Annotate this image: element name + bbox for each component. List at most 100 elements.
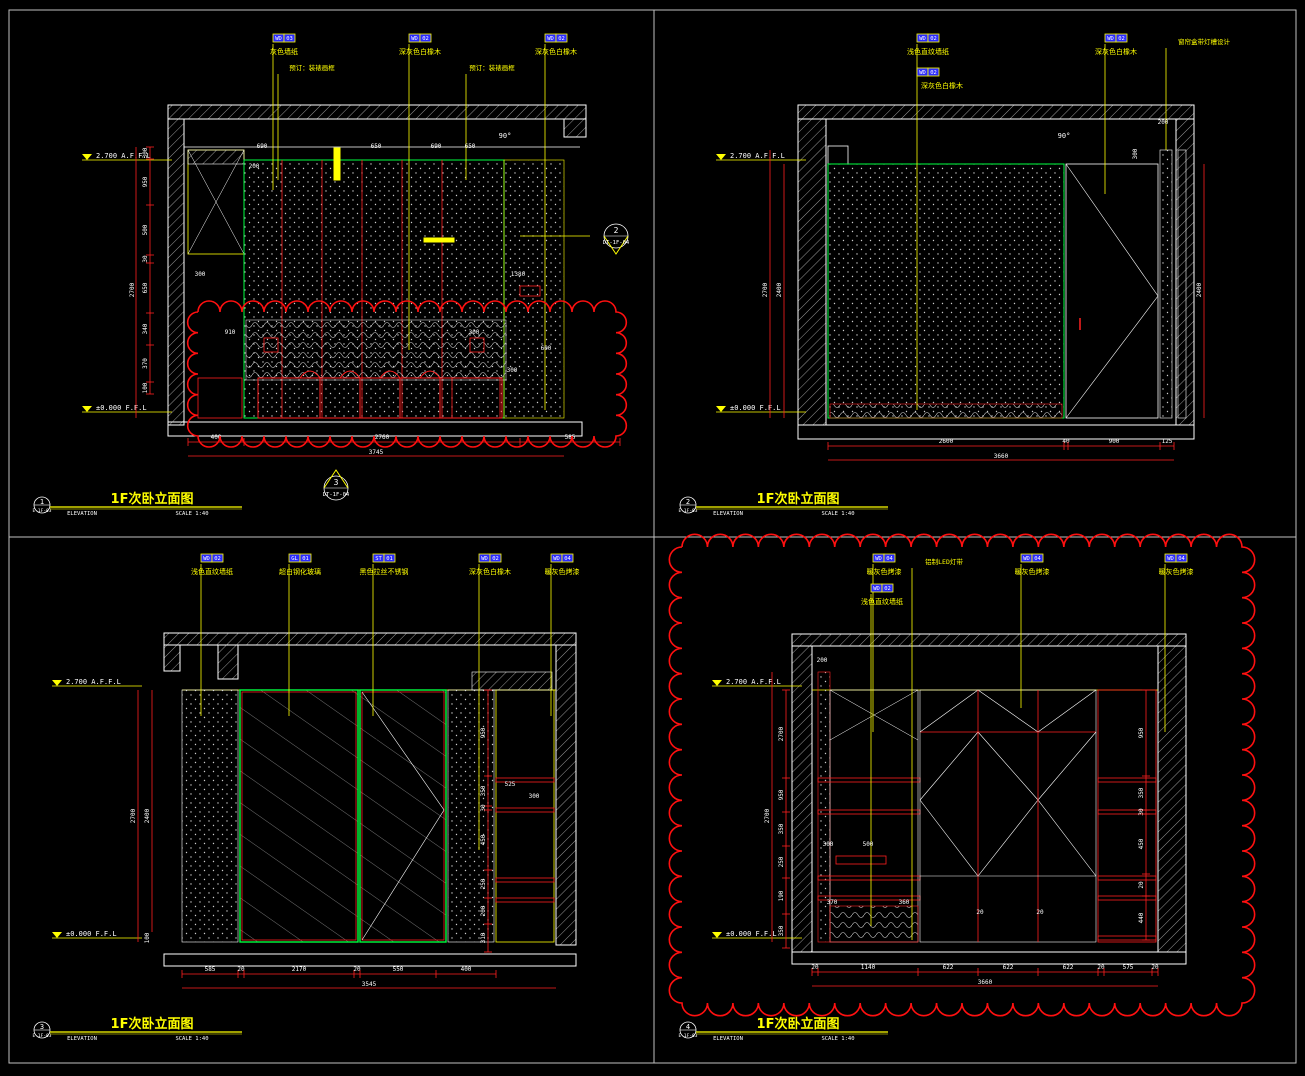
- picture-light: [423, 237, 455, 243]
- dimension-value: 360: [899, 899, 910, 906]
- shelf: [495, 877, 555, 883]
- level-marker-icon: [716, 154, 726, 160]
- wardrobe-door: [1065, 163, 1159, 419]
- shelf: [817, 809, 921, 815]
- elevation-label: ELEVATION: [713, 1036, 743, 1042]
- dimension-value: 1380: [511, 271, 526, 278]
- dimension-value: 3745: [369, 449, 384, 456]
- tag-description: 深灰色白橡木: [921, 81, 963, 90]
- feature-wall: [827, 163, 1065, 419]
- dimension-value: 20: [1138, 881, 1145, 889]
- shelf: [495, 807, 555, 813]
- dimension-value: 300: [195, 271, 206, 278]
- side-panel: [503, 159, 565, 419]
- left-wall-stub: [163, 644, 181, 672]
- dimension-value: 550: [393, 966, 404, 973]
- headboard-upholstery: [245, 319, 507, 381]
- dimension-value: 622: [1003, 964, 1014, 971]
- tag-number: 04: [886, 556, 893, 562]
- floor-slab: [163, 953, 577, 967]
- tag-number: 01: [386, 556, 393, 562]
- shelf: [495, 897, 555, 903]
- side-panel-right: [447, 689, 495, 943]
- tag-number-box: [555, 33, 568, 43]
- tag-description: 暖灰色烤漆: [1159, 567, 1194, 576]
- window-frame: [1177, 149, 1187, 419]
- dimension-value: 20: [353, 966, 361, 973]
- level-label: 2.700 A.F.F.L: [730, 152, 785, 160]
- bench-drawer: [829, 905, 919, 943]
- tag-number-box: [489, 553, 502, 563]
- dimension-value: 300: [823, 841, 834, 848]
- tag-description: 窗帘盒带灯槽设计: [1178, 37, 1231, 46]
- sliding-door-left: [239, 689, 359, 943]
- door-pattern: [919, 689, 1097, 733]
- ceiling-slab: [163, 632, 577, 646]
- tag-description: 暖灰色烤漆: [867, 567, 902, 576]
- tag-description: 铝制LED灯带: [925, 557, 963, 566]
- dimension-value: 1140: [861, 964, 876, 971]
- tag-number: 04: [1034, 556, 1041, 562]
- dimension-value: 350: [480, 785, 487, 796]
- dimension-value: 3660: [994, 453, 1009, 460]
- dimension-value: 450: [480, 834, 487, 845]
- dimension-value: 2400: [776, 282, 783, 297]
- dimension-value: 950: [1138, 727, 1145, 738]
- dimension-value: 950: [142, 176, 149, 187]
- dimension-value: 585: [205, 966, 216, 973]
- dimension-value: 100: [142, 382, 149, 393]
- left-wall: [797, 118, 827, 426]
- panel-number: 2: [686, 498, 690, 506]
- tag-description: 预订：装裱画框: [469, 63, 515, 72]
- detail-callout-arrow: [323, 469, 349, 489]
- tag-number-box: [561, 553, 574, 563]
- tag-number-box: [419, 33, 432, 43]
- dimension-value: 2400: [144, 808, 151, 823]
- dimension-value: 300: [1132, 148, 1139, 159]
- shelf: [1097, 895, 1157, 901]
- level-marker-icon: [52, 932, 62, 938]
- ceiling-slab: [791, 633, 1187, 647]
- cabinet-top: [471, 671, 553, 691]
- level-marker-icon: [82, 154, 92, 160]
- shelf: [817, 777, 921, 783]
- dimension-value: 2760: [375, 434, 390, 441]
- right-wall: [1175, 118, 1195, 426]
- dimension-value: 622: [1063, 964, 1074, 971]
- dimension-value: 30: [1138, 808, 1145, 816]
- dimension-value: 2600: [939, 438, 954, 445]
- dimension-value: 300: [142, 147, 149, 158]
- dimension-value: 20: [976, 909, 984, 916]
- tag-number-box: [283, 33, 296, 43]
- level-marker-icon: [712, 680, 722, 686]
- callout-ref: DT-1F-04: [603, 240, 630, 246]
- panel-title: 1F次卧立面图: [757, 491, 840, 507]
- scale-label: SCALE 1:40: [175, 511, 208, 517]
- dimension-value: 585: [565, 434, 576, 441]
- dimension-value: 300: [469, 329, 480, 336]
- tag-code: WD: [1107, 36, 1114, 42]
- dimension-value: 200: [480, 905, 487, 916]
- dimension-value: 30: [480, 804, 487, 812]
- tag-code: WD: [919, 70, 926, 76]
- tag-number-box: [1115, 33, 1128, 43]
- dimension-value: 600: [541, 345, 552, 352]
- tag-code: WD: [873, 586, 880, 592]
- tag-description: 浅色直纹墙纸: [191, 567, 233, 576]
- shelf: [1097, 809, 1157, 815]
- cabinet-top: [187, 149, 245, 165]
- dimension-value: 950: [778, 789, 785, 800]
- tag-number: 02: [930, 70, 937, 76]
- nightstand-left: [197, 377, 243, 419]
- diagonal: [187, 149, 245, 255]
- dimension-value: 2170: [292, 966, 307, 973]
- panel-title: 1F次卧立面图: [111, 1016, 194, 1032]
- dimension-value: 3545: [362, 981, 377, 988]
- tag-description: 深灰色白橡木: [1095, 47, 1137, 56]
